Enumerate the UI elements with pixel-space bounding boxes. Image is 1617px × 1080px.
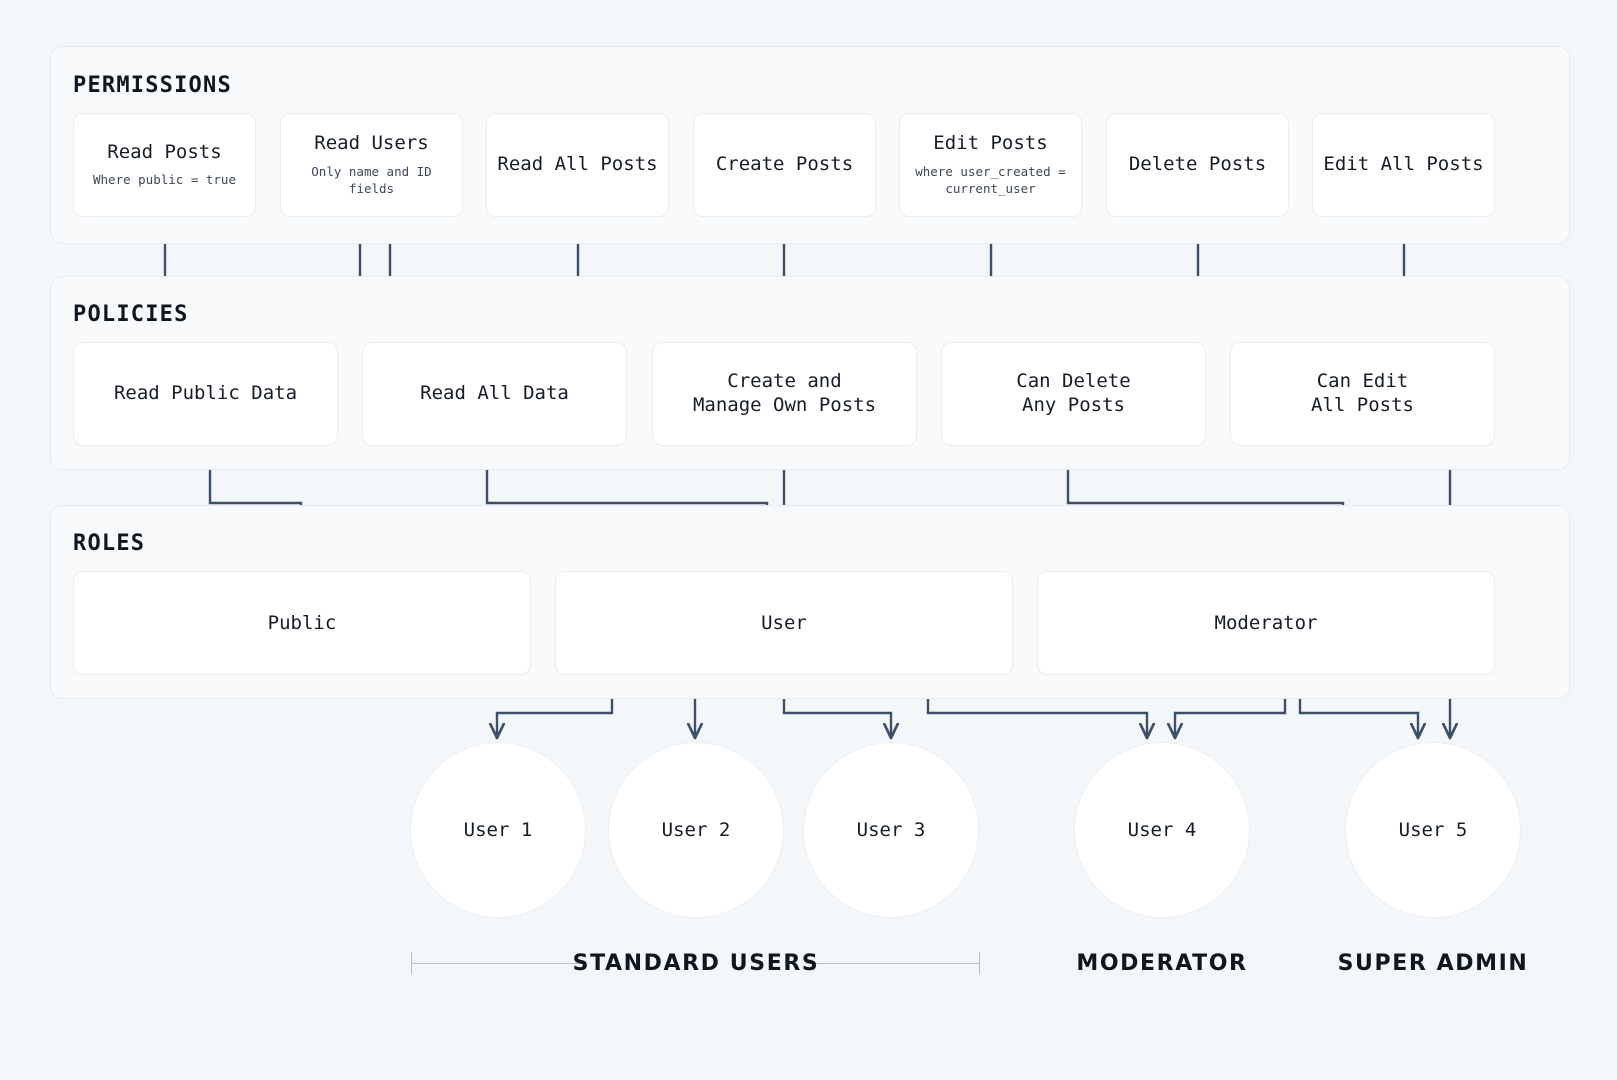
band-title-roles: ROLES — [73, 531, 146, 556]
policy-title: Can Delete Any Posts — [1016, 370, 1131, 416]
permission-card-read-users[interactable]: Read Users Only name and ID fields — [280, 113, 463, 217]
user-circle-1[interactable]: User 1 — [410, 742, 586, 918]
group-caption-moderator: MODERATOR — [1076, 951, 1248, 976]
permission-card-create-posts[interactable]: Create Posts — [693, 113, 876, 217]
band-title-policies: POLICIES — [73, 302, 189, 327]
policy-card-read-all-data[interactable]: Read All Data — [362, 342, 627, 446]
permission-title: Edit All Posts — [1323, 153, 1484, 176]
permission-title: Create Posts — [715, 153, 854, 176]
role-card-moderator[interactable]: Moderator — [1037, 571, 1495, 675]
group-caption-super-admin: SUPER ADMIN — [1337, 951, 1529, 976]
user-label: User 4 — [1127, 819, 1197, 841]
permission-subtitle: Where public = true — [93, 172, 236, 188]
role-title: Moderator — [1214, 612, 1318, 634]
user-circle-3[interactable]: User 3 — [803, 742, 979, 918]
policy-card-can-edit-all-posts[interactable]: Can Edit All Posts — [1230, 342, 1495, 446]
user-label: User 1 — [463, 819, 533, 841]
permission-card-read-posts[interactable]: Read Posts Where public = true — [73, 113, 256, 217]
permission-card-delete-posts[interactable]: Delete Posts — [1106, 113, 1289, 217]
user-circle-5[interactable]: User 5 — [1345, 742, 1521, 918]
policy-title: Read All Data — [420, 382, 569, 405]
user-label: User 2 — [661, 819, 731, 841]
role-card-public[interactable]: Public — [73, 571, 531, 675]
standard-users-bracket-right-cap — [979, 952, 980, 974]
policy-card-can-delete-any-posts[interactable]: Can Delete Any Posts — [941, 342, 1206, 446]
role-title: Public — [267, 612, 337, 634]
group-caption-standard-users: STANDARD USERS — [572, 951, 820, 976]
user-label: User 3 — [856, 819, 926, 841]
permission-card-edit-all-posts[interactable]: Edit All Posts — [1312, 113, 1495, 217]
permission-title: Edit Posts — [933, 132, 1048, 155]
policy-title: Can Edit All Posts — [1311, 370, 1414, 416]
permission-title: Delete Posts — [1128, 153, 1267, 176]
policy-card-create-manage-own-posts[interactable]: Create and Manage Own Posts — [652, 342, 917, 446]
permission-subtitle: Only name and ID fields — [311, 164, 432, 196]
permission-card-read-all-posts[interactable]: Read All Posts — [486, 113, 669, 217]
permission-subtitle: where user_created = current_user — [915, 164, 1066, 196]
band-title-permissions: PERMISSIONS — [73, 73, 232, 98]
role-title: User — [761, 612, 807, 634]
standard-users-bracket-left-rule — [411, 963, 586, 964]
policy-card-read-public-data[interactable]: Read Public Data — [73, 342, 338, 446]
role-card-user[interactable]: User — [555, 571, 1013, 675]
user-label: User 5 — [1398, 819, 1468, 841]
permission-title: Read Posts — [107, 140, 222, 163]
permission-card-edit-posts[interactable]: Edit Posts where user_created = current_… — [899, 113, 1082, 217]
permission-title: Read All Posts — [497, 153, 658, 176]
policy-title: Read Public Data — [113, 382, 298, 405]
permission-title: Read Users — [314, 132, 429, 155]
user-circle-2[interactable]: User 2 — [608, 742, 784, 918]
policy-title: Create and Manage Own Posts — [692, 370, 877, 416]
standard-users-bracket-right-rule — [805, 963, 980, 964]
user-circle-4[interactable]: User 4 — [1074, 742, 1250, 918]
